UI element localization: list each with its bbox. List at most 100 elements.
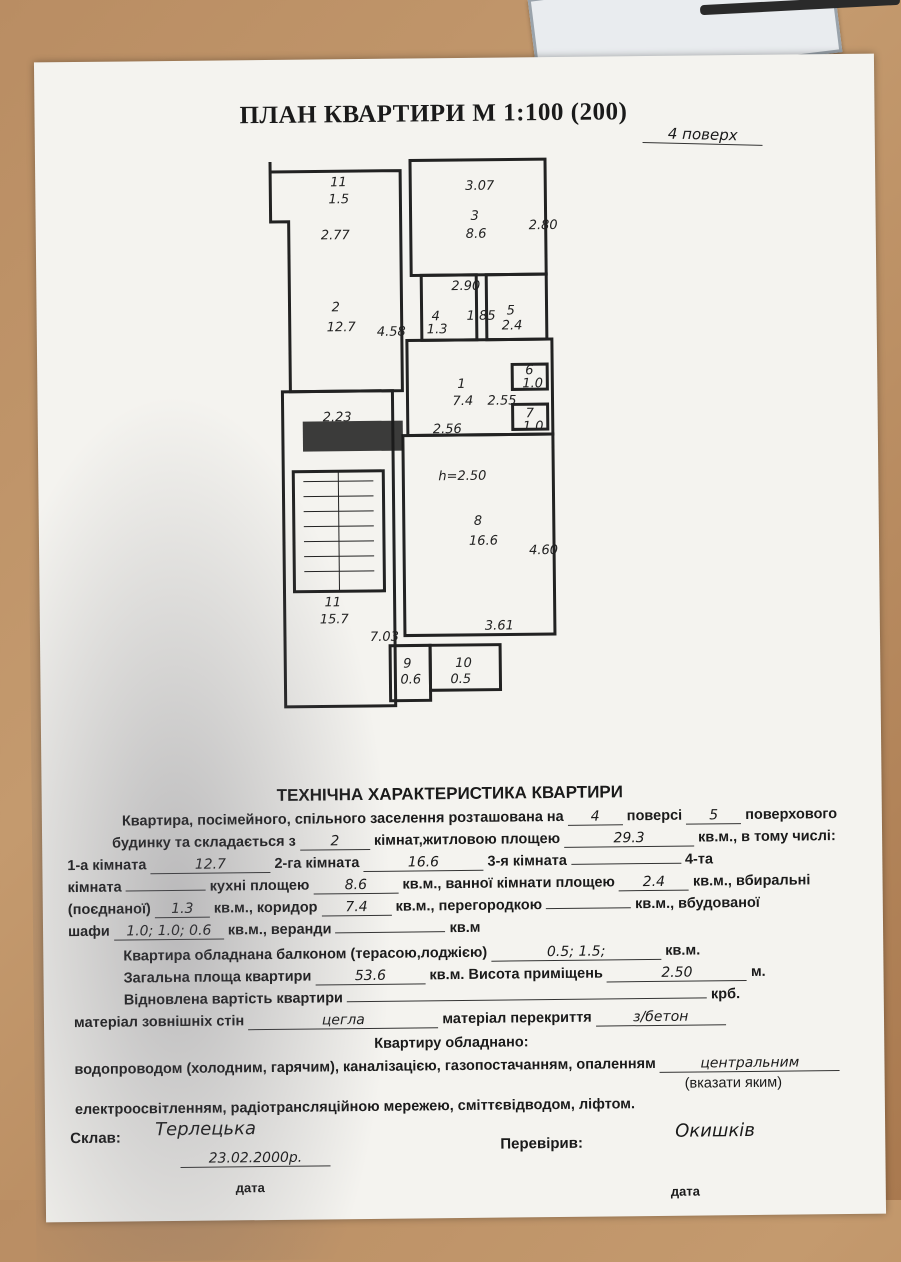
text: Загальна площа квартири: [123, 968, 312, 987]
equip-heading: Квартиру обладнано:: [374, 1034, 529, 1052]
tech-heading: ТЕХНІЧНА ХАРАКТЕРИСТИКА КВАРТИРИ: [276, 782, 624, 805]
room-7-area: 1.0: [523, 419, 544, 434]
page-title: ПЛАН КВАРТИРИ М 1:100 (200): [239, 98, 628, 130]
dim-10: 2.23: [323, 410, 352, 425]
text: матеріал зовнішніх стін: [73, 1013, 245, 1032]
field-floor: 4: [567, 808, 623, 826]
text: кв.м., веранди: [227, 921, 332, 939]
tech-line-10: матеріал зовнішніх стін цегла матеріал п…: [74, 1007, 864, 1032]
redaction-mark: [302, 420, 404, 452]
field-walls: цегла: [248, 1011, 439, 1031]
room-4-area: 1.3: [427, 322, 448, 337]
room-5-num: 5: [506, 303, 514, 318]
text: шафи: [67, 923, 110, 941]
room-9-area: 0.6: [400, 672, 421, 687]
dim-7: 2.90: [451, 279, 480, 294]
checked-label: Перевірив:: [500, 1134, 584, 1153]
text: поверхового: [745, 806, 838, 824]
tech-line-2: будинку та складається з 2 кімнат,житлов…: [112, 827, 901, 852]
room-11-num: 11: [330, 175, 347, 190]
text: Квартира обладнана балконом (терасою,лод…: [123, 944, 488, 965]
room-5-area: 2.4: [502, 318, 523, 333]
tech-line-3: 1-а кімната 12.7 2-га кімната 16.6 3-я к…: [67, 850, 857, 875]
floor-plan: 11 1.5 3.07 3 8.6 2.80 2.77 2 12.7 4.58 …: [268, 157, 558, 709]
field-living-area: 29.3: [564, 829, 695, 848]
date-label: дата: [235, 1180, 265, 1196]
room-7-num: 7: [526, 406, 535, 421]
checked-signature: Окишків: [675, 1119, 755, 1142]
text: (поєднаної): [67, 901, 151, 919]
document-page: ПЛАН КВАРТИРИ М 1:100 (200) 4 поверх 11: [27, 53, 887, 1262]
dim-5: 2.77: [321, 228, 351, 243]
text: 4-та: [684, 851, 714, 868]
room-3-area: 8.6: [466, 227, 487, 242]
date-label-2: дата: [670, 1183, 700, 1199]
tech-line-4: кімната кухні площею 8.6 кв.м., ванної к…: [68, 872, 858, 897]
text: кухні площею: [209, 877, 310, 895]
dim-3: 3.07: [465, 179, 495, 194]
room-1-num: 1: [457, 377, 465, 392]
text: 1-а кімната: [67, 857, 147, 875]
text: кв.м. Висота приміщень: [429, 965, 603, 984]
text: кв.м., ванної кімнати площею: [402, 874, 615, 893]
field-height: 2.50: [606, 964, 747, 983]
text: водопроводом (холодним, гарячим), каналі…: [74, 1055, 656, 1079]
dim-6: 4.58: [377, 325, 406, 340]
room-11b-num: 11: [325, 595, 342, 610]
room-8-area: 16.6: [469, 534, 498, 549]
room-6-area: 1.0: [522, 376, 543, 391]
text: кв.м., вбиральні: [692, 872, 811, 890]
room-2-area: 12.7: [327, 320, 357, 335]
room-10-num: 10: [455, 656, 472, 671]
field-room3: [570, 862, 681, 865]
tech-line-9: Відновлена вартість квартири крб.: [124, 984, 901, 1008]
text: 2-га кімната: [274, 855, 360, 872]
height-label: h=2.50: [438, 469, 486, 485]
composed-date: 23.02.2000р.: [180, 1149, 331, 1168]
field-veranda: [335, 931, 446, 934]
text: Квартира, посімейного, спільного заселен…: [121, 808, 564, 830]
text: поверсі: [626, 807, 683, 825]
field-heating: центральним: [659, 1054, 840, 1073]
text: крб.: [710, 986, 741, 1003]
text: 3-я кімната: [487, 852, 567, 870]
dim-11: 2.56: [433, 422, 462, 437]
text: м.: [750, 963, 766, 980]
text: кімнат,житловою площею: [373, 830, 561, 849]
text: кв.м., вбудованої: [635, 894, 760, 913]
field-cost: [347, 997, 707, 1003]
field-floors-total: 5: [686, 807, 742, 825]
dim-14: 7.03: [370, 630, 399, 645]
room-6-num: 6: [525, 363, 533, 378]
field-closets: 1.0; 1.0; 0.6: [113, 922, 224, 941]
tech-line-8: Загальна площа квартири 53.6 кв.м. Висот…: [123, 962, 901, 987]
field-total-area: 53.6: [315, 967, 426, 986]
room-1-area: 7.4: [452, 394, 473, 409]
room-11b-area: 15.7: [320, 612, 350, 627]
room-8-num: 8: [474, 514, 482, 529]
dim-9: 2.55: [487, 393, 516, 408]
text: будинку та складається з: [112, 833, 296, 852]
dim-12: 4.60: [529, 543, 558, 558]
dim-4: 2.80: [529, 218, 558, 233]
composed-label: Склав:: [70, 1129, 121, 1148]
field-kitchen: 8.6: [313, 876, 399, 895]
room-9-num: 9: [403, 657, 411, 672]
text: кв.м: [449, 919, 481, 937]
field-balcony: 0.5; 1.5;: [491, 942, 662, 962]
room-2-num: 2: [331, 300, 339, 315]
tech-line-6: шафи 1.0; 1.0; 0.6 кв.м., веранди кв.м: [68, 916, 858, 941]
field-corridor: 7.4: [321, 898, 392, 917]
field-room1: 12.7: [150, 855, 271, 875]
field-room2: 16.6: [363, 853, 484, 873]
tech-line-1: Квартира, посімейного, спільного заселен…: [122, 805, 901, 830]
field-bath: 2.4: [618, 873, 690, 892]
composed-signature: Терлецька: [155, 1118, 257, 1141]
text: Відновлена вартість квартири: [123, 990, 344, 1009]
room-10-area: 0.5: [450, 672, 471, 687]
text: кімната: [67, 879, 122, 897]
field-partition: [546, 907, 632, 910]
room-3-num: 3: [471, 209, 479, 224]
tech-line-7: Квартира обладнана балконом (терасою,лод…: [123, 940, 901, 965]
floor-note: 4 поверх: [642, 123, 763, 146]
